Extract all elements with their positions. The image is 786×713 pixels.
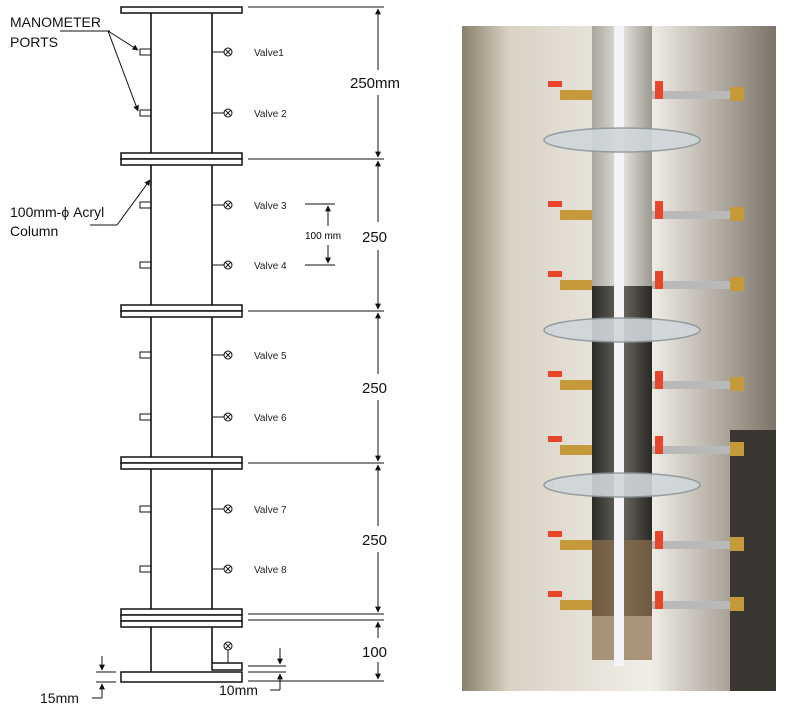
manometer-port <box>139 505 152 513</box>
manometer-port <box>139 565 152 573</box>
spacing-dimension: 100 mm <box>305 231 341 242</box>
plate-thickness-label: 15mm <box>40 690 79 706</box>
valve-label: Valve 2 <box>254 109 287 120</box>
valve-icon <box>223 564 233 574</box>
flange-top <box>120 6 243 14</box>
valve-label: Valve1 <box>254 48 284 59</box>
photo-valve <box>560 90 592 100</box>
manometer-port <box>139 261 152 269</box>
valve-icon <box>223 47 233 57</box>
section-dimensions <box>248 6 384 682</box>
flange <box>120 310 243 318</box>
photo-flange <box>543 472 701 498</box>
photo-valve <box>560 210 592 220</box>
column-label: 100mm-ϕ Acryl <box>10 204 104 220</box>
flange <box>120 456 243 464</box>
dimension-label: 250 <box>362 229 387 246</box>
manometer-port <box>139 413 152 421</box>
flange <box>120 620 243 628</box>
manometer-port <box>139 351 152 359</box>
column-label: Column <box>10 223 58 239</box>
valve-icon <box>223 412 233 422</box>
flange <box>120 608 243 616</box>
manometer-ports-label: PORTS <box>10 34 58 50</box>
manometer-ports-label: MANOMETER <box>10 14 101 30</box>
manometer-port <box>139 109 152 117</box>
dimension-label: 100 <box>362 644 387 661</box>
base-offset-label: 10mm <box>219 682 258 698</box>
flange <box>120 158 243 166</box>
valve-label: Valve 4 <box>254 261 287 272</box>
valve-label: Valve 8 <box>254 565 287 576</box>
valve-icon <box>223 260 233 270</box>
valve-label: Valve 3 <box>254 201 287 212</box>
flange <box>120 614 243 622</box>
photo-valve <box>560 600 592 610</box>
valve-icon <box>223 350 233 360</box>
valve-label: Valve 5 <box>254 351 287 362</box>
base-plate <box>120 671 243 683</box>
photo-valve <box>560 380 592 390</box>
photo-valve <box>560 540 592 550</box>
valve-label: Valve 7 <box>254 505 287 516</box>
valve-icon <box>223 108 233 118</box>
dimension-label: 250 <box>362 380 387 397</box>
dimension-label: 250mm <box>350 75 400 92</box>
photo-valve <box>560 280 592 290</box>
drain-valve-icon <box>223 641 233 651</box>
manometer-port <box>139 48 152 56</box>
valve-icon <box>223 504 233 514</box>
photo-flange <box>543 127 701 153</box>
dimension-label: 250 <box>362 532 387 549</box>
base-spacer <box>211 662 243 671</box>
photo-flange <box>543 317 701 343</box>
valve-label: Valve 6 <box>254 413 287 424</box>
apparatus-photo <box>462 26 776 691</box>
valve-icon <box>223 200 233 210</box>
manometer-ports <box>139 48 152 573</box>
manometer-port <box>139 201 152 209</box>
flange <box>120 304 243 312</box>
flange <box>120 152 243 160</box>
flange <box>120 462 243 470</box>
photo-valve <box>560 445 592 455</box>
